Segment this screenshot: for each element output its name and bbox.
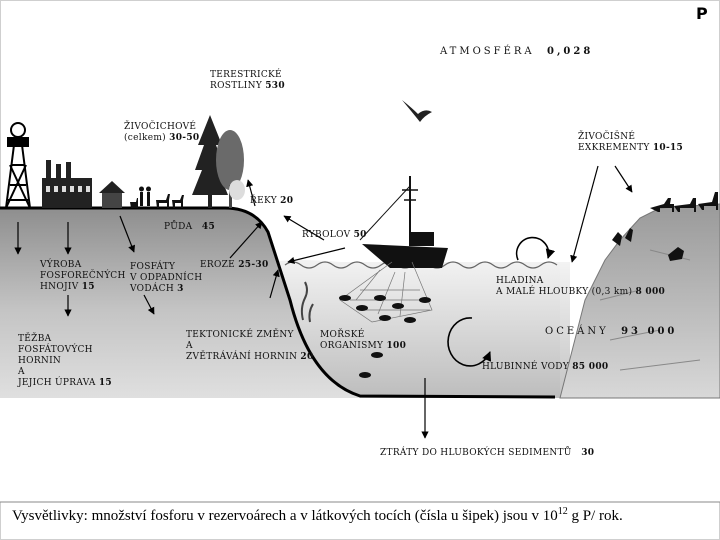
label-rivers: ŘEKY 20 [250, 196, 293, 207]
label-fishing: RYBOLOV 50 [302, 230, 367, 241]
trees-icon [192, 115, 245, 208]
legend-term: Vysvětlivky [12, 508, 84, 524]
people-animals-icon [130, 187, 184, 209]
label-surface-water: HLADINA A MALÉ HLOUBKY (0,3 km) 8 000 [496, 276, 665, 298]
legend-body: : množství fosforu v rezervoárech a v lá… [84, 508, 558, 524]
bird-icon [402, 100, 432, 122]
label-animal-excrement: ŽIVOČIŠNÉ EXKREMENTY 10-15 [578, 132, 683, 154]
factory-icon [42, 160, 92, 208]
label-wastewater-phosphates: FOSFÁTY V ODPADNÍCH VODÁCH 3 [130, 262, 202, 295]
label-deep-water: HLUBINNÉ VODY 85 000 [482, 362, 608, 373]
fishing-boat-icon [360, 176, 448, 268]
label-ocean: OCEÁNY 93 000 [545, 326, 677, 337]
label-erosion: EROZE 25-30 [200, 260, 269, 271]
label-marine-organisms: MOŘSKÉ ORGANISMY 100 [320, 330, 406, 352]
surface-circulation-arrow [517, 238, 549, 260]
house-icon [99, 181, 125, 208]
legend-exponent: 12 [558, 506, 568, 517]
label-terrestrial-plants: TERESTRICKÉ ROSTLINY 530 [210, 70, 285, 92]
element-symbol: P [696, 4, 708, 23]
label-soil: PŮDA 45 [164, 222, 215, 233]
label-animals: ŽIVOČICHOVÉ (celkem) 30-50 [124, 122, 199, 144]
label-sediment-loss: ZTRÁTY DO HLUBOKÝCH SEDIMENTŮ 30 [380, 448, 594, 459]
label-mining: TĚŽBA FOSFÁTOVÝCH HORNIN A JEJICH ÚPRAVA… [18, 334, 112, 389]
mining-tower-icon [6, 123, 30, 208]
lower-white-band [0, 398, 720, 502]
label-tectonic-weathering: TEKTONICKÉ ZMĚNY A ZVĚTRÁVÁNÍ HORNIN 20 [186, 330, 314, 363]
legend-text: Vysvětlivky: množství fosforu v rezervoá… [12, 506, 712, 525]
label-atmosphere: ATMOSFÉRA 0,028 [440, 46, 593, 57]
label-fertilizer-production: VÝROBA FOSFOREČNÝCH HNOJIV 15 [40, 260, 126, 293]
legend-unit: g P/ rok. [568, 508, 623, 524]
